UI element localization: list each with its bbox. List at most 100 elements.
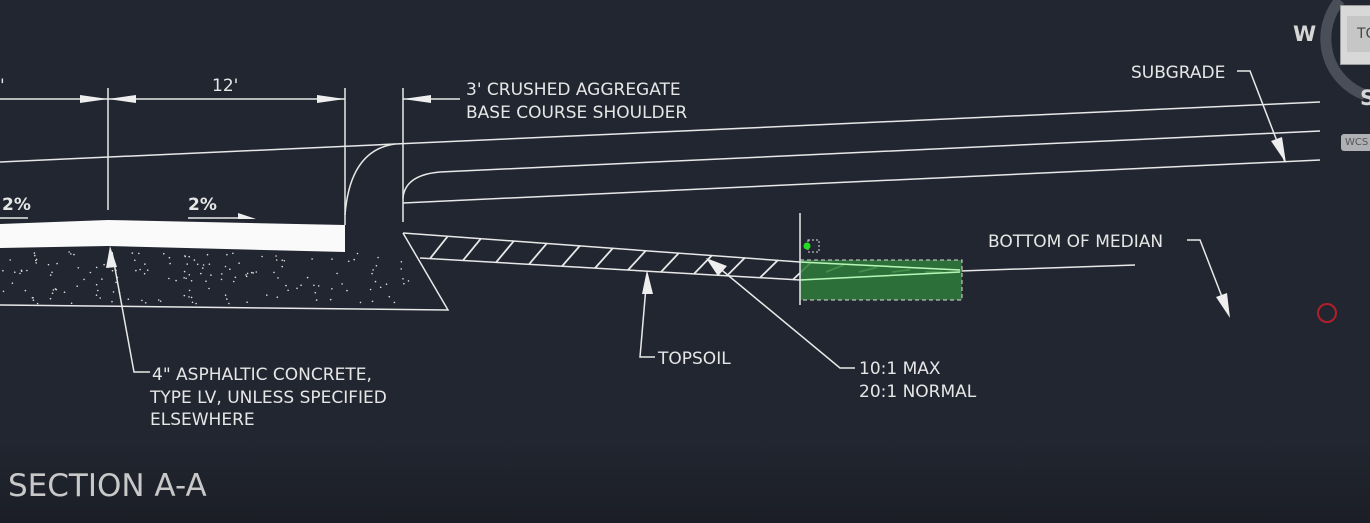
aggregate-dot: [33, 252, 36, 254]
aggregate-dot: [2, 269, 4, 272]
aggregate-dot: [246, 301, 248, 304]
aggregate-dot: [311, 258, 313, 260]
aggregate-dot: [188, 274, 191, 276]
label-subgrade: SUBGRADE: [1131, 63, 1225, 83]
aggregate-dot: [273, 271, 275, 274]
aggregate-dot: [250, 271, 253, 274]
compass-west[interactable]: W: [1293, 22, 1317, 46]
aggregate-dot: [228, 302, 230, 305]
aggregate-dot: [220, 278, 223, 281]
hatch-stroke: [528, 242, 548, 265]
hatch-stroke: [495, 240, 515, 263]
aggregate-dot: [83, 278, 85, 281]
aggregate-dot: [68, 251, 70, 253]
leader-arrow: [706, 258, 727, 276]
aggregate-dot: [221, 273, 223, 275]
viewcube-ring[interactable]: [1320, 0, 1368, 101]
aggregate-dot: [169, 262, 171, 265]
aggregate-dot: [375, 265, 378, 267]
cursor-icon: [1317, 303, 1337, 323]
aggregate-dot: [353, 258, 356, 261]
aggregate-dot: [317, 285, 320, 287]
aggregate-dot: [266, 294, 268, 296]
aggregate-dot: [9, 259, 11, 261]
aggregate-dot: [372, 269, 374, 271]
aggregate-dot: [226, 298, 228, 300]
aggregate-dot: [245, 274, 247, 276]
aggregate-dot: [183, 270, 186, 273]
viewcube-face-top[interactable]: TOP: [1347, 16, 1370, 52]
aggregate-dot: [371, 300, 374, 303]
aggregate-dot: [245, 275, 248, 278]
aggregate-dot: [63, 291, 66, 294]
aggregate-dot: [393, 301, 396, 304]
aggregate-dot: [159, 300, 162, 303]
aggregate-dot: [331, 288, 333, 290]
aggregate-dot: [111, 300, 113, 303]
aggregate-dot: [283, 260, 286, 262]
aggregate-dot: [190, 280, 193, 282]
aggregate-dot: [76, 285, 78, 288]
aggregate-dot: [226, 253, 228, 256]
leader-arrow: [1271, 137, 1286, 163]
aggregate-dot: [188, 289, 191, 292]
aggregate-dot: [190, 296, 193, 299]
aggregate-dot: [54, 288, 57, 290]
aggregate-dot: [359, 301, 362, 304]
label-asphalt-1: 4" ASPHALTIC CONCRETE,: [152, 365, 372, 385]
aggregate-dot: [285, 284, 287, 287]
dim-arrow: [108, 95, 136, 103]
aggregate-dot: [276, 296, 279, 299]
aggregate-dot: [134, 259, 136, 262]
aggregate-dot: [407, 280, 410, 282]
aggregate-dot: [356, 252, 359, 255]
label-shoulder-2: BASE COURSE SHOULDER: [466, 103, 687, 123]
aggregate-dot: [141, 299, 143, 302]
wcs-menu[interactable]: WCS: [1341, 134, 1370, 151]
aggregate-dot: [336, 272, 338, 275]
aggregate-dot: [347, 260, 350, 263]
leader-subgrade: [1237, 70, 1286, 163]
aggregate-dot: [205, 280, 207, 283]
aggregate-dot: [388, 295, 391, 298]
compass-south[interactable]: S: [1360, 86, 1370, 110]
aggregate-dot: [139, 268, 141, 271]
aggregate-dot: [208, 287, 210, 290]
leader-topsoil: [639, 274, 655, 358]
aggregate-dot: [210, 274, 212, 276]
aggregate-dot: [185, 277, 187, 280]
aggregate-dot: [400, 261, 403, 263]
aggregate-dot: [168, 256, 171, 259]
hatch-stroke: [660, 252, 680, 273]
slope-right: 2%: [188, 195, 217, 215]
aggregate-dot: [261, 255, 263, 258]
section-title: SECTION A-A: [8, 468, 207, 504]
aggregate-dot: [115, 281, 117, 284]
aggregate-dot: [144, 302, 147, 304]
aggregate-dot: [51, 271, 53, 274]
hatch-stroke: [627, 249, 647, 271]
dim-arrow: [317, 95, 345, 103]
aggregate-dot: [229, 268, 231, 271]
aggregate-dot: [11, 282, 14, 285]
aggregate-dot: [183, 277, 185, 279]
aggregate-dot: [331, 258, 333, 260]
label-slope-1: 10:1 MAX: [859, 359, 941, 379]
grip-icon[interactable]: [803, 242, 811, 250]
leader-arrow: [642, 270, 653, 294]
aggregate-dot: [193, 259, 196, 261]
aggregate-dot: [73, 253, 75, 256]
aggregate-dot: [175, 279, 177, 282]
viewcube[interactable]: TOP: [1340, 5, 1370, 65]
aggregate-dot: [49, 297, 52, 300]
aggregate-dot: [314, 291, 317, 294]
asphalt-pavement[interactable]: [0, 220, 345, 252]
leader-median: [1187, 239, 1230, 316]
aggregate-dot: [26, 269, 28, 272]
aggregate-dot: [34, 259, 37, 262]
aggregate-dot: [202, 267, 204, 269]
aggregate-dot: [371, 272, 373, 275]
aggregate-dot: [77, 267, 80, 269]
